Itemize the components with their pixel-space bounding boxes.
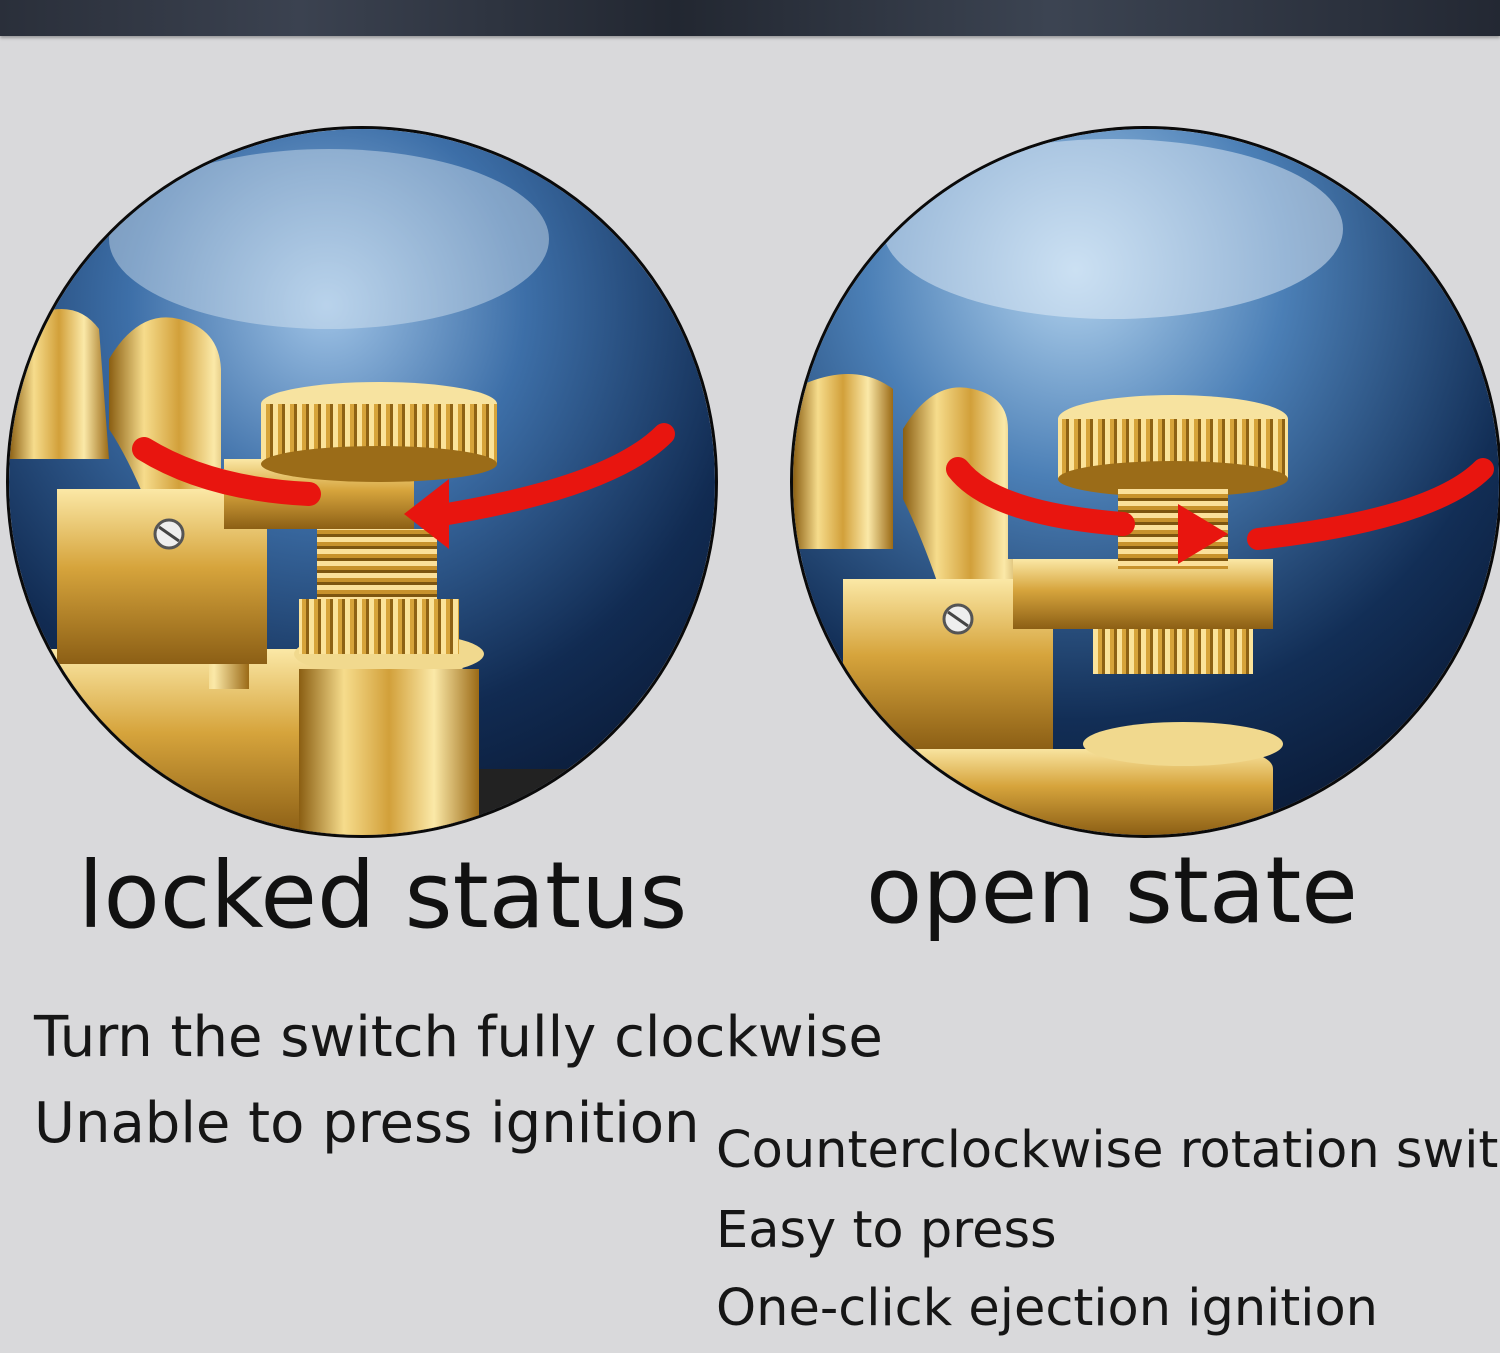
locked-instruction-line-1: Turn the switch fully clockwise (34, 1005, 883, 1070)
open-state-title: open state (866, 837, 1358, 944)
locked-closeup-image (6, 126, 718, 838)
top-texture-strip (0, 0, 1500, 36)
locked-instruction-line-2: Unable to press ignition (34, 1091, 700, 1156)
open-instruction-line-2: Easy to press (716, 1201, 1057, 1260)
open-instruction-line-3: One-click ejection ignition (716, 1279, 1379, 1338)
open-closeup-image (790, 126, 1500, 838)
open-instruction-line-1: Counterclockwise rotation switch (716, 1121, 1500, 1180)
locked-status-title: locked status (78, 842, 688, 949)
